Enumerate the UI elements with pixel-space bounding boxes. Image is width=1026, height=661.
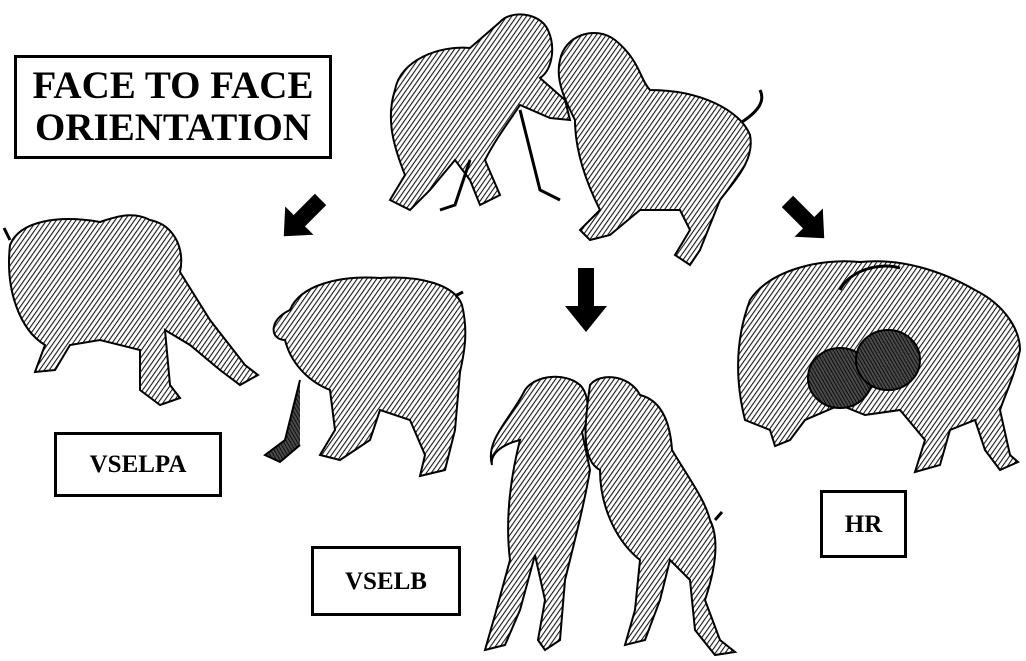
monkey-pair-hr: [738, 261, 1020, 472]
arrow-down-right-icon: [773, 187, 838, 252]
label-box-vselpa: VSELPA: [54, 432, 222, 497]
monkey-pair-face-to-face: [390, 14, 762, 265]
arrow-down-left-icon: [270, 185, 335, 250]
title-line-1: FACE TO FACE: [33, 65, 314, 107]
monkey-pair-vselb: [485, 377, 735, 655]
label-hr: HR: [845, 511, 883, 538]
arrow-down-icon: [565, 268, 607, 332]
title-line-2: ORIENTATION: [33, 107, 314, 149]
label-vselb: VSELB: [345, 568, 427, 595]
label-vselpa: VSELPA: [90, 451, 187, 478]
label-box-vselb: VSELB: [311, 546, 461, 616]
title-box-face-to-face-orientation: FACE TO FACE ORIENTATION: [14, 55, 332, 159]
label-box-hr: HR: [820, 490, 907, 558]
